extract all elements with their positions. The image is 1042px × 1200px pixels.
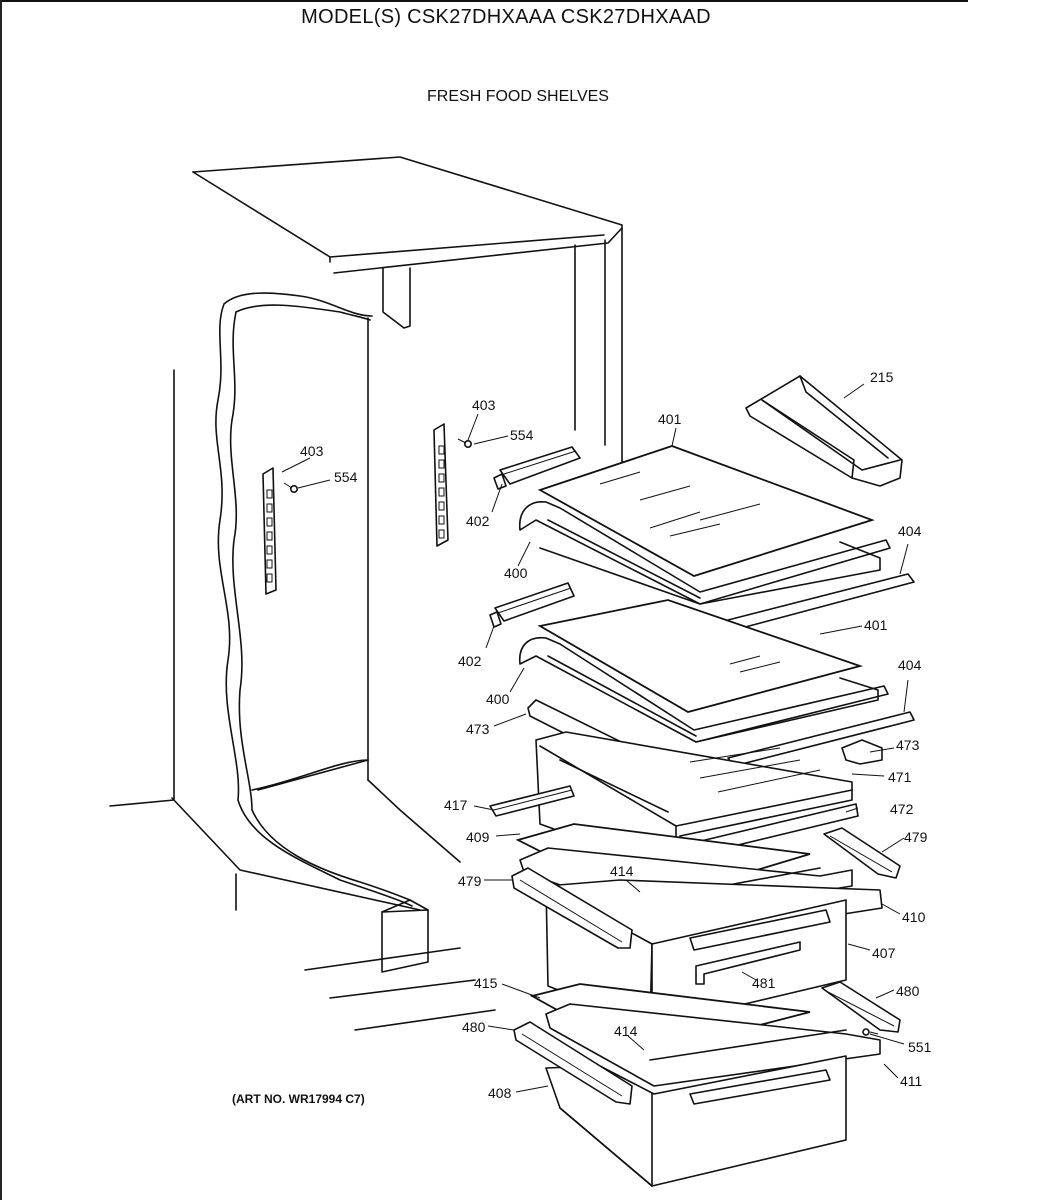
- callout-479-left: 479: [458, 873, 482, 889]
- callout-551: 551: [908, 1039, 932, 1055]
- upper-shelf-glass: [537, 445, 875, 577]
- callout-554-right: 554: [510, 427, 534, 443]
- callout-417: 417: [444, 797, 468, 813]
- screw-551: [862, 1028, 879, 1036]
- callout-400-lower: 400: [486, 691, 510, 707]
- screw-left: [283, 482, 298, 493]
- callout-480-right: 480: [896, 983, 920, 999]
- callout-473-left: 473: [466, 721, 490, 737]
- callout-407: 407: [872, 945, 896, 961]
- section-title: FRESH FOOD SHELVES: [427, 88, 609, 105]
- lower-shelf-glass: [537, 599, 864, 713]
- callout-404-upper: 404: [898, 523, 922, 539]
- deli-pan-slide-right: [823, 827, 901, 879]
- callout-411: 411: [900, 1073, 923, 1089]
- callout-479-right: 479: [904, 829, 928, 845]
- crisper-slide-left-lower: [513, 1021, 633, 1105]
- callout-215: 215: [870, 369, 894, 385]
- callout-408: 408: [488, 1085, 512, 1101]
- callout-404-lower: 404: [898, 657, 922, 673]
- door-bin: [745, 375, 903, 487]
- callout-401-upper: 401: [658, 411, 682, 427]
- callout-473-right: 473: [896, 737, 920, 753]
- callout-401-lower: 401: [864, 617, 888, 633]
- callout-402-lower: 402: [458, 653, 482, 669]
- callout-403-right: 403: [472, 397, 496, 413]
- callout-415: 415: [474, 975, 498, 991]
- left-border-rule: [0, 0, 2, 1200]
- callout-414-lower: 414: [614, 1023, 638, 1039]
- callout-481: 481: [752, 975, 776, 991]
- upper-shelf-frame: [519, 501, 891, 605]
- callout-403-left: 403: [300, 443, 324, 459]
- callout-480-left: 480: [462, 1019, 486, 1035]
- callout-471: 471: [888, 769, 912, 785]
- lower-shelf-frame: [519, 637, 889, 743]
- shelf-ladder-right: [433, 423, 449, 547]
- callout-409: 409: [466, 829, 490, 845]
- shelf-rail-upper: [493, 446, 581, 490]
- top-border-rule: [0, 0, 968, 2]
- crisper-slide-left: [511, 867, 633, 949]
- callout-labels: 215 401 403 554 403 554 402 400 404 401 …: [300, 369, 932, 1101]
- cabinet-outline: [109, 156, 623, 1031]
- callout-400-upper: 400: [504, 565, 528, 581]
- leader-lines: [281, 383, 909, 1093]
- callout-414-upper: 414: [610, 863, 634, 879]
- shelf-rail-lower: [489, 582, 575, 628]
- crisper-slide-right: [821, 981, 901, 1033]
- callout-410: 410: [902, 909, 926, 925]
- shelf-ladder-left: [262, 467, 277, 595]
- art-number: (ART NO. WR17994 C7): [232, 1092, 365, 1106]
- model-title: MODEL(S) CSK27DHXAAA CSK27DHXAAD: [301, 6, 711, 28]
- callout-472: 472: [890, 801, 914, 817]
- screw-right: [457, 438, 472, 448]
- callout-554-left: 554: [334, 469, 358, 485]
- deli-pan-slide-left: [489, 785, 575, 817]
- callout-402-upper: 402: [466, 513, 490, 529]
